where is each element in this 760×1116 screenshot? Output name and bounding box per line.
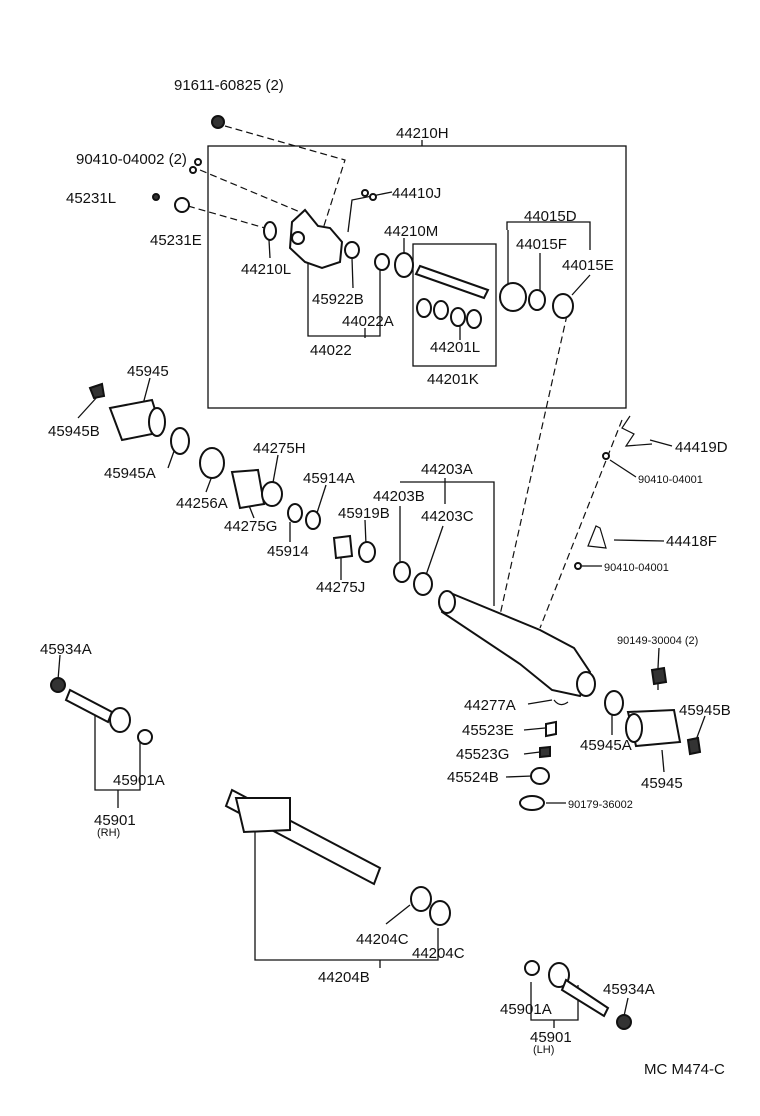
label-90149-30004: 90149-30004 (2): [617, 635, 698, 647]
label-45914a: 45914A: [303, 470, 355, 487]
label-45901-left: 45901: [94, 812, 136, 829]
label-45945a-right: 45945A: [580, 737, 632, 754]
label-44210l: 44210L: [241, 261, 291, 278]
label-44256a: 44256A: [176, 495, 228, 512]
label-44210h: 44210H: [396, 125, 449, 142]
label-45523g: 45523G: [456, 746, 509, 763]
label-44204c-b: 44204C: [412, 945, 465, 962]
label-44204c-a: 44204C: [356, 931, 409, 948]
tie-rod-rh-part: [64, 688, 114, 724]
label-45945-top: 45945: [127, 363, 169, 380]
label-44022a: 44022A: [342, 313, 394, 330]
rack-housing-part: [440, 590, 592, 698]
diagram-code: MC M474-C: [644, 1061, 725, 1078]
label-45231l: 45231L: [66, 190, 116, 207]
label-45901-right: 45901: [530, 1029, 572, 1046]
label-90410-04002: 90410-04002 (2): [76, 151, 187, 168]
label-rh: (RH): [97, 827, 120, 839]
label-44015f: 44015F: [516, 236, 567, 253]
part-labels: 91611-60825 (2) 44210H 90410-04002 (2) 4…: [40, 77, 731, 1078]
label-44210m: 44210M: [384, 223, 438, 240]
label-90410-04001-b: 90410-04001: [604, 562, 669, 574]
label-91611-60825: 91611-60825 (2): [174, 77, 284, 94]
label-45945-right: 45945: [641, 775, 683, 792]
label-90179-36002: 90179-36002: [568, 799, 633, 811]
label-lh: (LH): [533, 1044, 554, 1056]
label-45901a-right: 45901A: [500, 1001, 552, 1018]
label-45945b-top: 45945B: [48, 423, 100, 440]
label-45922b: 45922B: [312, 291, 364, 308]
label-45945b-right: 45945B: [679, 702, 731, 719]
label-44203c: 44203C: [421, 508, 474, 525]
label-44203a: 44203A: [421, 461, 473, 478]
label-45914: 45914: [267, 543, 309, 560]
label-44275j: 44275J: [316, 579, 365, 596]
bolt-91611-60825-part: [211, 115, 225, 129]
label-45524b: 45524B: [447, 769, 499, 786]
label-45901a-left: 45901A: [113, 772, 165, 789]
label-44203b: 44203B: [373, 488, 425, 505]
label-44277a: 44277A: [464, 697, 516, 714]
label-45934a-left: 45934A: [40, 641, 92, 658]
label-45945a-top: 45945A: [104, 465, 156, 482]
label-44201l: 44201L: [430, 339, 480, 356]
label-44015e: 44015E: [562, 257, 614, 274]
label-45919b: 45919B: [338, 505, 390, 522]
label-44275g: 44275G: [224, 518, 277, 535]
label-44015d: 44015D: [524, 208, 577, 225]
label-45231e: 45231E: [150, 232, 202, 249]
label-45934a-right: 45934A: [603, 981, 655, 998]
label-45523e: 45523E: [462, 722, 514, 739]
label-44201k: 44201K: [427, 371, 479, 388]
parts: [50, 115, 702, 1030]
group-box-44210h: [207, 145, 627, 409]
label-44418f: 44418F: [666, 533, 717, 550]
label-44419d: 44419D: [675, 439, 728, 456]
label-90410-04001-a: 90410-04001: [638, 474, 703, 486]
label-44275h: 44275H: [253, 440, 306, 457]
label-44410j: 44410J: [392, 185, 441, 202]
label-44204b: 44204B: [318, 969, 370, 986]
valve-housing-part: [288, 208, 344, 270]
label-44022: 44022: [310, 342, 352, 359]
